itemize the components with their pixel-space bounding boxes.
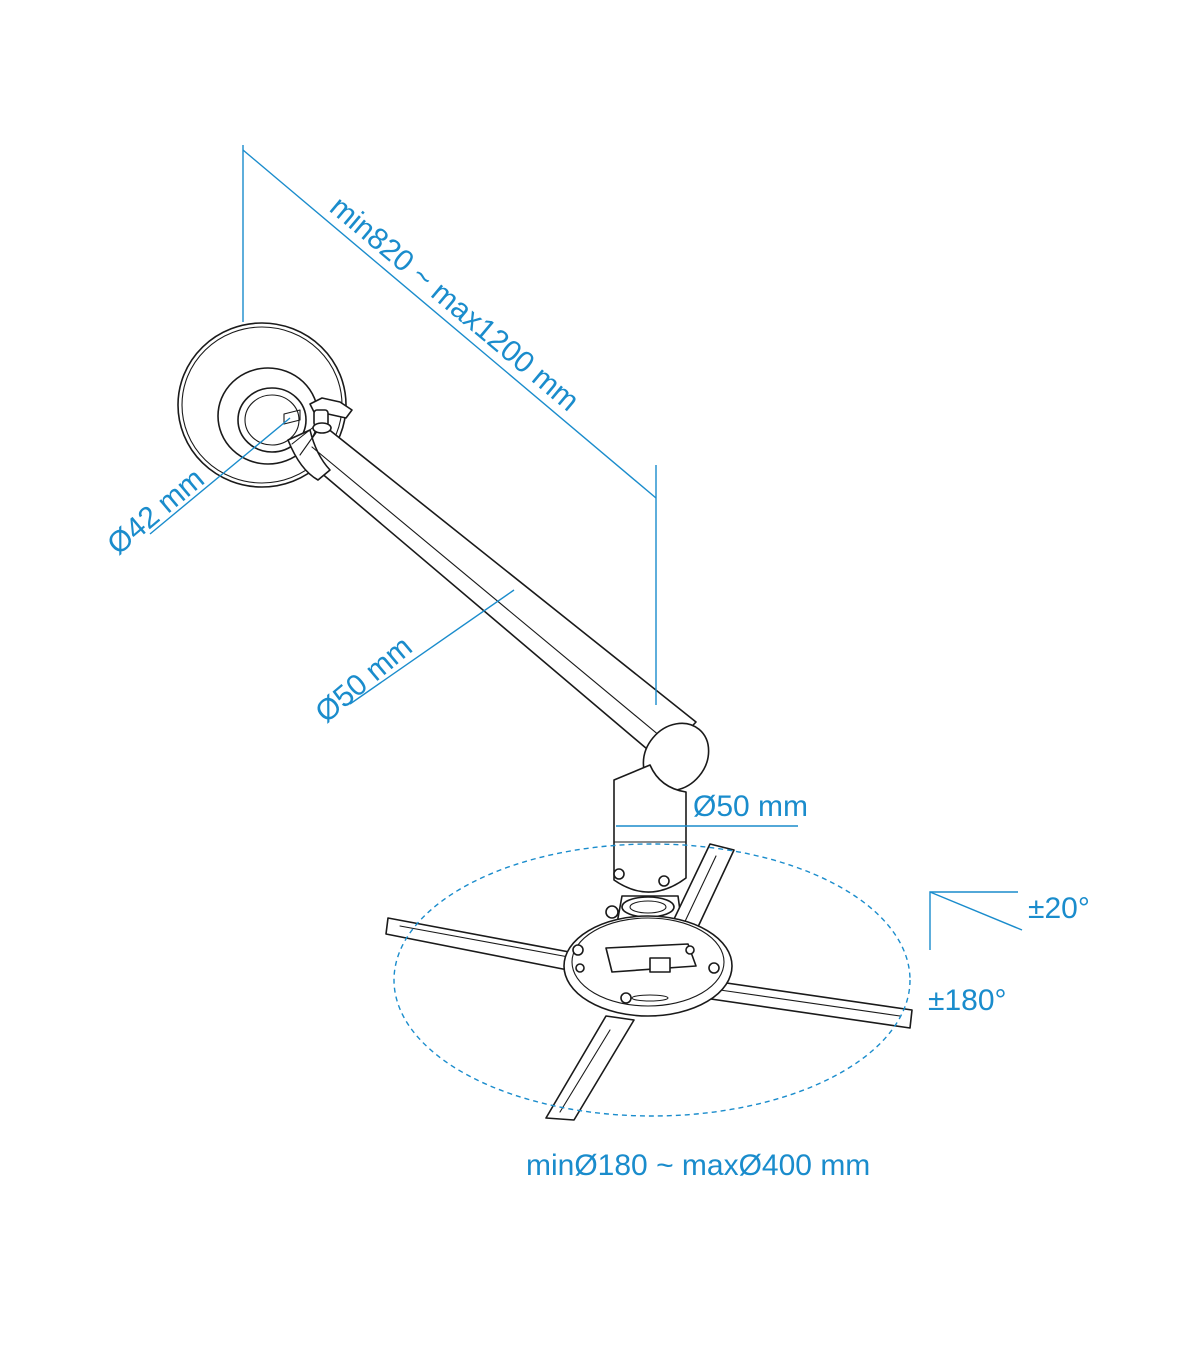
outer-tube-diameter-label: Ø50 mm [309,630,418,729]
center-plate [563,915,733,1017]
vertical-tube [605,764,687,941]
bracket-span-label: minØ180 ~ maxØ400 mm [526,1149,870,1182]
rotation-angle-label: ±180° [928,984,1007,1017]
tilt-angle-label: ±20° [1028,892,1090,925]
locking-knob [283,397,353,434]
arm-length-label: min820 ~ max1200 mm [323,190,585,418]
vertical-tube-diameter-label: Ø50 mm [693,790,808,823]
dimension-lines [149,145,1023,1117]
extension-arm [287,417,710,792]
inner-tube-diameter-label: Ø42 mm [101,462,210,561]
mount-drawing [177,322,913,1121]
